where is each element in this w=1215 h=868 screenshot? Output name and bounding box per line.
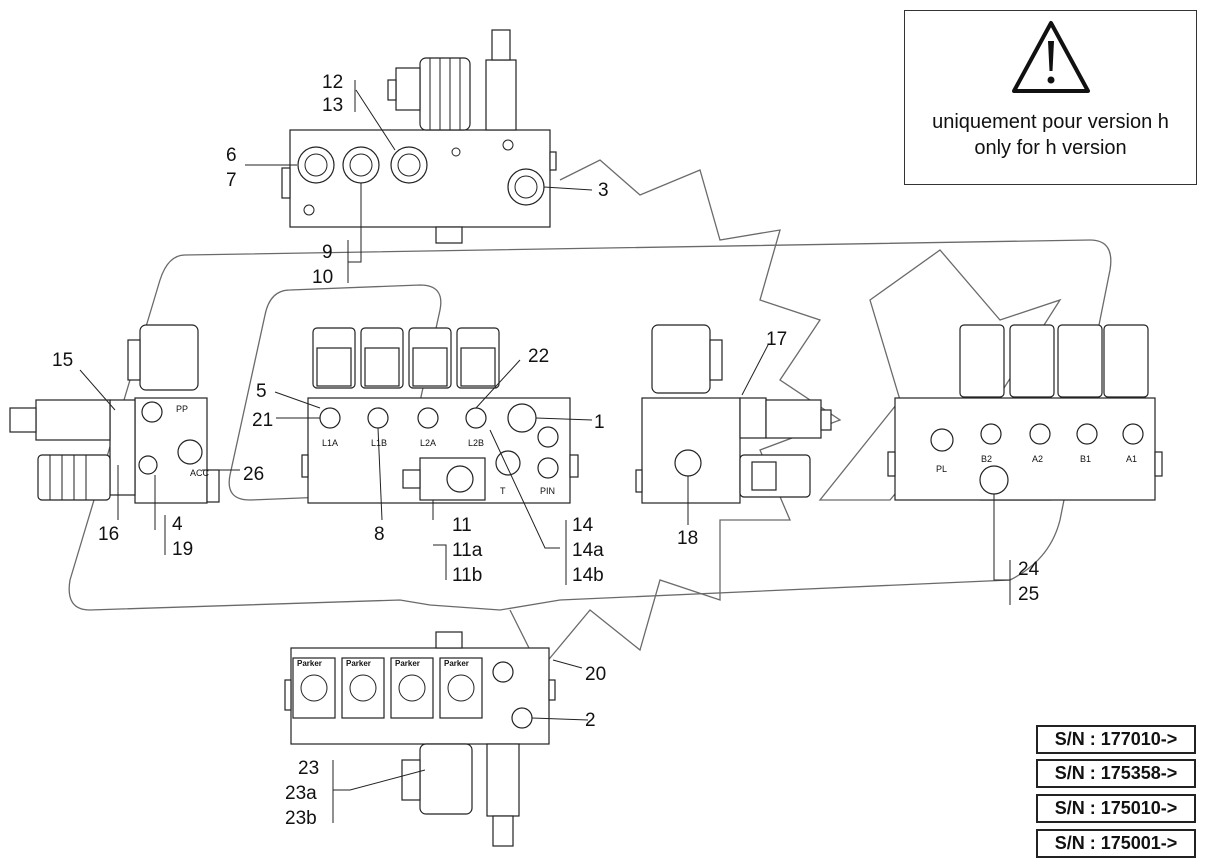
valve-left: [9, 324, 220, 504]
callout-24: 24: [1018, 559, 1040, 580]
callout-13: 13: [322, 95, 343, 116]
manifold-top: [281, 29, 557, 244]
port-label-l1a: L1A: [322, 438, 338, 448]
warning-triangle-icon: [1012, 21, 1090, 93]
callouts: 12 13 6 7 3 9 10 15 5 21 22 1 17 26 16 4…: [52, 72, 1040, 829]
port-label-pp: PP: [176, 404, 188, 414]
brand-label-2: Parker: [346, 659, 371, 668]
port-label-l1b: L1B: [371, 438, 387, 448]
port-label-t: T: [500, 486, 506, 496]
brand-label-4: Parker: [444, 659, 469, 668]
callout-25: 25: [1018, 584, 1039, 605]
callout-19: 19: [172, 539, 193, 560]
callout-12: 12: [322, 72, 343, 93]
port-label-pin: PIN: [540, 486, 555, 496]
callout-7: 7: [226, 170, 237, 191]
valve-right: [887, 324, 1163, 501]
version-note-box: uniquement pour version h only for h ver…: [904, 10, 1197, 185]
callout-14a: 14a: [572, 540, 604, 561]
callout-11a: 11a: [452, 540, 483, 561]
callout-14b: 14b: [572, 565, 604, 586]
valve-side: [635, 324, 832, 504]
callout-21: 21: [252, 410, 273, 431]
valve-center: [301, 327, 579, 504]
callout-18: 18: [677, 528, 698, 549]
callout-20: 20: [585, 664, 606, 685]
port-label-pl: PL: [936, 464, 947, 474]
callout-23b: 23b: [285, 808, 317, 829]
callout-15: 15: [52, 350, 73, 371]
callout-3: 3: [598, 180, 609, 201]
callout-14: 14: [572, 515, 594, 536]
port-label-acc: ACC: [190, 468, 210, 478]
callout-16: 16: [98, 524, 119, 545]
callout-22: 22: [528, 346, 549, 367]
brand-label-1: Parker: [297, 659, 322, 668]
leader-lines: [79, 80, 1011, 823]
serial-number-box-2: S/N : 175358->: [1036, 759, 1196, 788]
serial-number-box-4: S/N : 175001->: [1036, 829, 1196, 858]
callout-23a: 23a: [285, 783, 317, 804]
callout-11: 11: [452, 515, 472, 536]
port-label-b1: B1: [1080, 454, 1091, 464]
serial-number-box-1: S/N : 177010->: [1036, 725, 1196, 754]
port-label-b2: B2: [981, 454, 992, 464]
manifold-bottom: [284, 631, 556, 847]
callout-4: 4: [172, 514, 183, 535]
callout-6: 6: [226, 145, 237, 166]
port-labels: PP ACC L1A L1B L2A L2B T PIN PL B2 A2 B1…: [176, 404, 1137, 668]
note-line-french: uniquement pour version h: [932, 111, 1169, 133]
brand-label-3: Parker: [395, 659, 420, 668]
callout-5: 5: [256, 381, 267, 402]
port-label-l2a: L2A: [420, 438, 436, 448]
port-label-l2b: L2B: [468, 438, 484, 448]
callout-9: 9: [322, 242, 333, 263]
note-line-english: only for h version: [974, 137, 1127, 159]
port-label-a1: A1: [1126, 454, 1137, 464]
callout-2: 2: [585, 710, 596, 731]
watermark: [68, 159, 1112, 672]
port-label-a2: A2: [1032, 454, 1043, 464]
callout-10: 10: [312, 267, 333, 288]
callout-8: 8: [374, 524, 385, 545]
serial-number-box-3: S/N : 175010->: [1036, 794, 1196, 823]
callout-23: 23: [298, 758, 319, 779]
callout-17: 17: [766, 329, 787, 350]
callout-26: 26: [243, 464, 264, 485]
callout-11b: 11b: [452, 565, 482, 586]
callout-1: 1: [594, 412, 605, 433]
